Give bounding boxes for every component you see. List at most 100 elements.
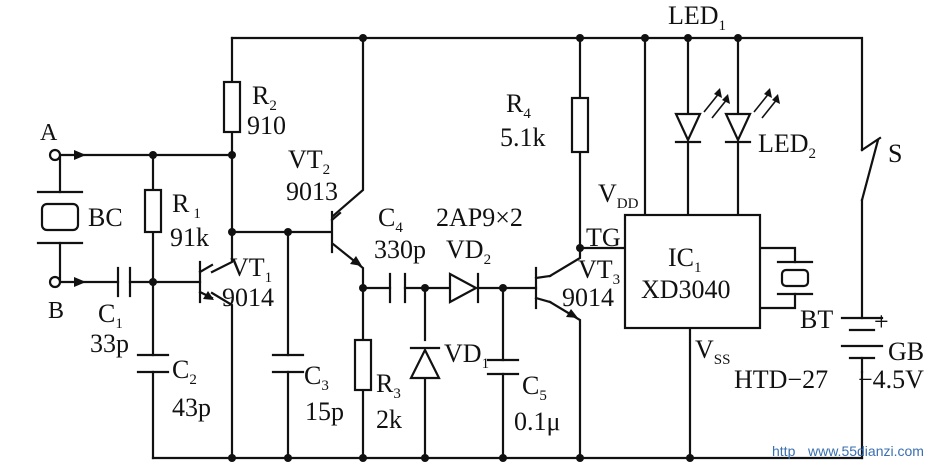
junction-dot xyxy=(576,244,584,252)
junctions xyxy=(149,34,742,462)
junction-dot xyxy=(284,228,292,236)
top-rail-wire xyxy=(230,36,864,152)
transistor-vt3-emitter xyxy=(534,296,552,304)
led-2: LED2 xyxy=(724,88,816,162)
junction-dot xyxy=(359,34,367,42)
resistor-r4-value: 5.1k xyxy=(500,123,546,152)
junction-dot xyxy=(576,454,584,462)
junction-dot xyxy=(576,34,584,42)
bt-bottom-wire xyxy=(758,292,797,310)
transistor-vt2-label: VT2 xyxy=(288,145,330,178)
transistor-vt3-arrow-icon xyxy=(566,309,578,318)
bt-top-wire xyxy=(758,246,797,264)
junction-dot xyxy=(359,454,367,462)
wires xyxy=(58,36,864,460)
vt2-emitter-wire xyxy=(331,242,365,342)
capacitor-c2-label: C2 xyxy=(172,355,197,388)
resistor-r2: R2 910 xyxy=(222,80,286,140)
piezo-body xyxy=(780,268,810,288)
junction-dot xyxy=(499,454,507,462)
junction-dot xyxy=(228,228,236,236)
vt1-emitter-wire xyxy=(210,291,234,460)
junction-dot xyxy=(149,278,157,286)
diode-vd2-triangle xyxy=(448,272,479,304)
terminal-b-arrow-icon xyxy=(74,277,86,287)
capacitor-c1-label: C1 xyxy=(98,299,123,332)
ic-label: IC1 xyxy=(668,243,702,276)
junction-dot xyxy=(684,34,692,42)
diode-vd1: VD1 xyxy=(409,339,489,380)
vt3-collector-wire xyxy=(548,246,582,278)
junction-dot xyxy=(499,284,507,292)
resistor-r1-body xyxy=(143,188,163,234)
terminal-b: B xyxy=(48,275,86,324)
diode-vd2: VD2 xyxy=(446,235,491,304)
buzzer-label: BC xyxy=(88,203,123,232)
buzzer-body xyxy=(40,202,80,232)
ic-body xyxy=(623,213,762,330)
terminal-a-arrow-icon xyxy=(74,150,86,160)
led-2-label: LED2 xyxy=(758,129,816,162)
junction-dot xyxy=(686,454,694,462)
capacitor-c1-value: 33p xyxy=(90,329,129,358)
led-1: LED1 xyxy=(668,1,730,144)
led-2-triangle xyxy=(724,112,752,143)
diode-vd2-label: VD2 xyxy=(446,235,491,268)
capacitor-c3-value: 15p xyxy=(305,397,344,426)
capacitor-c3: C3 15p xyxy=(271,353,344,426)
junction-dot xyxy=(149,151,157,159)
transistor-vt2: VT2 9013 xyxy=(286,145,362,266)
vt2-collector-wire xyxy=(331,36,365,218)
resistor-r4: R4 5.1k xyxy=(500,89,590,154)
transistor-vt3-label: VT3 xyxy=(578,255,620,288)
resistor-r3-label: R3 xyxy=(376,369,401,402)
resistor-r2-value: 910 xyxy=(247,111,286,140)
junction-dot xyxy=(284,454,292,462)
ic-tg-label: TG xyxy=(586,223,621,252)
resistor-r2-label: R2 xyxy=(252,81,277,114)
resistor-r2-body xyxy=(222,80,242,134)
terminal-b-circle xyxy=(48,275,62,289)
capacitor-c2: C2 43p xyxy=(136,353,211,422)
diode-pair-label: 2AP9×2 xyxy=(436,203,523,232)
transistor-vt3-collector xyxy=(534,274,552,280)
resistor-r3-value: 2k xyxy=(376,405,402,434)
transistor-vt1-label: VT1 xyxy=(230,253,272,286)
diode-vd1-triangle xyxy=(409,347,441,380)
battery-model: HTD−27 xyxy=(734,365,828,394)
terminal-a-circle xyxy=(48,148,62,162)
vt1-collector-wire xyxy=(210,233,234,274)
piezo-label: BT xyxy=(800,305,833,334)
transistor-vt3: VT3 9014 xyxy=(534,255,620,318)
led-1-light-arrow-icon xyxy=(714,88,722,98)
ic-part: XD3040 xyxy=(641,275,731,304)
switch-s: S xyxy=(860,136,902,202)
junction-dot xyxy=(228,454,236,462)
switch-label: S xyxy=(888,139,902,168)
transistor-vt2-part: 9013 xyxy=(286,177,338,206)
capacitor-c5-label: C5 xyxy=(522,371,547,404)
watermark: http www.55dianzi.com xyxy=(772,443,924,459)
ic-vdd-label: VDD xyxy=(598,179,639,212)
capacitor-c4-label: C4 xyxy=(378,203,403,236)
switch-arm xyxy=(860,138,880,202)
terminal-a-label: A xyxy=(40,120,58,146)
battery-gb: + GB HTD−27 −4.5V xyxy=(734,307,924,394)
ic-vss-label: VSS xyxy=(695,335,730,368)
transistor-vt1: VT1 9014 xyxy=(198,253,274,312)
diode-vd1-label: VD1 xyxy=(444,339,489,372)
junction-dot xyxy=(641,34,649,42)
battery-label: GB xyxy=(888,337,924,366)
watermark-prefix: http xyxy=(772,443,796,459)
terminal-b-label: B xyxy=(48,298,64,324)
terminal-a: A xyxy=(40,120,86,162)
resistor-r4-label: R4 xyxy=(506,89,531,122)
junction-dot xyxy=(734,34,742,42)
capacitor-c4-value: 330p xyxy=(374,235,426,264)
capacitor-c4: C4 330p xyxy=(374,203,426,304)
capacitor-c5-value: 0.1μ xyxy=(514,407,560,436)
battery-plus-label: + xyxy=(874,307,889,336)
